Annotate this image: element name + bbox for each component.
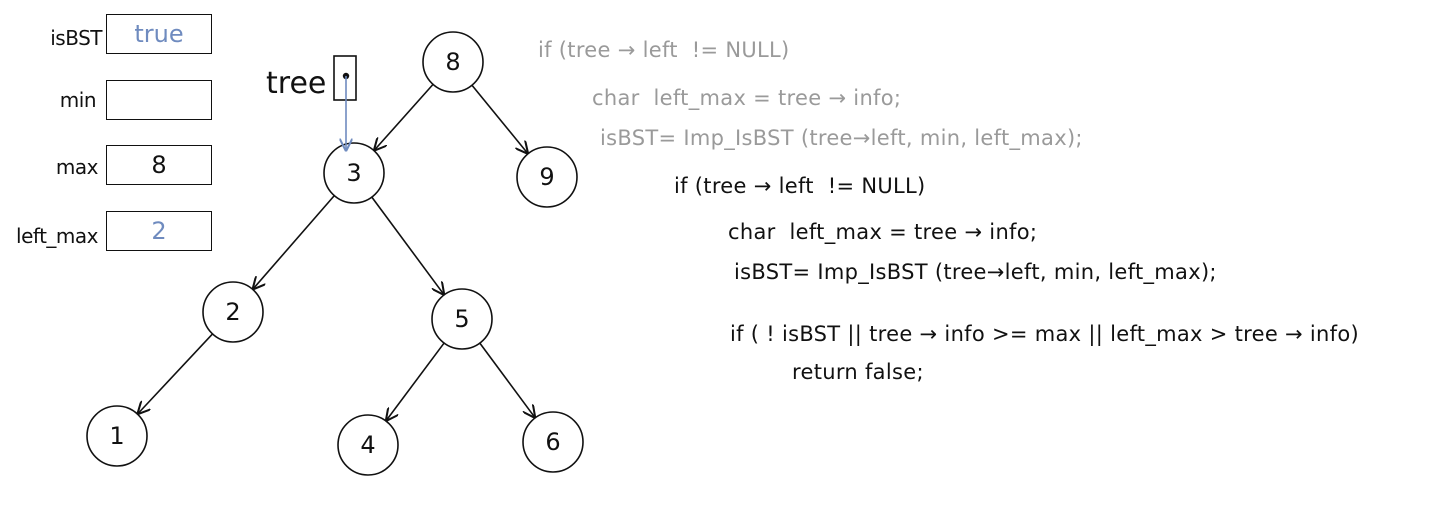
tree-node-label-1: 1 — [109, 422, 124, 450]
var-label-min: min — [59, 88, 97, 112]
tree-node-2 — [202, 281, 264, 343]
var-label-max: max — [55, 155, 99, 179]
tree-edge-5-6 — [479, 342, 535, 417]
var-box-isbst: true — [106, 14, 212, 54]
code-inner-line-4: if ( ! isBST || tree → info >= max || le… — [730, 322, 1359, 346]
code-inner-line-2: char left_max = tree → info; — [728, 220, 1038, 244]
tree-node-6 — [522, 411, 584, 473]
pointer-box — [333, 55, 357, 101]
code-outer-line-3: isBST= Imp_IsBST (tree→left, min, left_m… — [600, 126, 1083, 150]
tree-node-label-4: 4 — [360, 431, 375, 459]
tree-edge-8-9 — [471, 84, 527, 153]
tree-node-label-5: 5 — [454, 305, 469, 333]
var-label-isbst: isBST — [50, 26, 102, 50]
var-box-left-max: 2 — [106, 211, 212, 251]
code-outer-line-1: if (tree → left != NULL) — [538, 38, 790, 62]
tree-node-label-6: 6 — [545, 428, 560, 456]
var-box-max: 8 — [106, 145, 212, 185]
tree-node-1 — [86, 405, 148, 467]
var-box-min — [106, 80, 212, 120]
tree-node-label-9: 9 — [539, 163, 554, 191]
tree-edge-3-2 — [253, 195, 335, 289]
code-inner-line-1: if (tree → left != NULL) — [674, 174, 926, 198]
code-outer-line-2: char left_max = tree → info; — [592, 86, 902, 110]
code-inner-line-3: isBST= Imp_IsBST (tree→left, min, left_m… — [734, 260, 1217, 284]
pointer-label-tree: tree — [266, 66, 327, 101]
tree-node-8 — [422, 31, 484, 93]
var-label-left-max: left_max — [16, 224, 98, 248]
tree-node-label-8: 8 — [445, 48, 460, 76]
tree-edge-5-4 — [387, 342, 445, 420]
tree-node-9 — [516, 146, 578, 208]
tree-edge-3-5 — [371, 196, 444, 294]
tree-node-3 — [323, 142, 385, 204]
tree-edge-2-1 — [138, 333, 214, 413]
code-inner-line-5: return false; — [792, 360, 924, 384]
tree-node-4 — [337, 414, 399, 476]
tree-node-label-2: 2 — [225, 298, 240, 326]
tree-node-5 — [431, 288, 493, 350]
tree-edge-8-3 — [375, 83, 434, 149]
tree-node-label-3: 3 — [346, 159, 361, 187]
